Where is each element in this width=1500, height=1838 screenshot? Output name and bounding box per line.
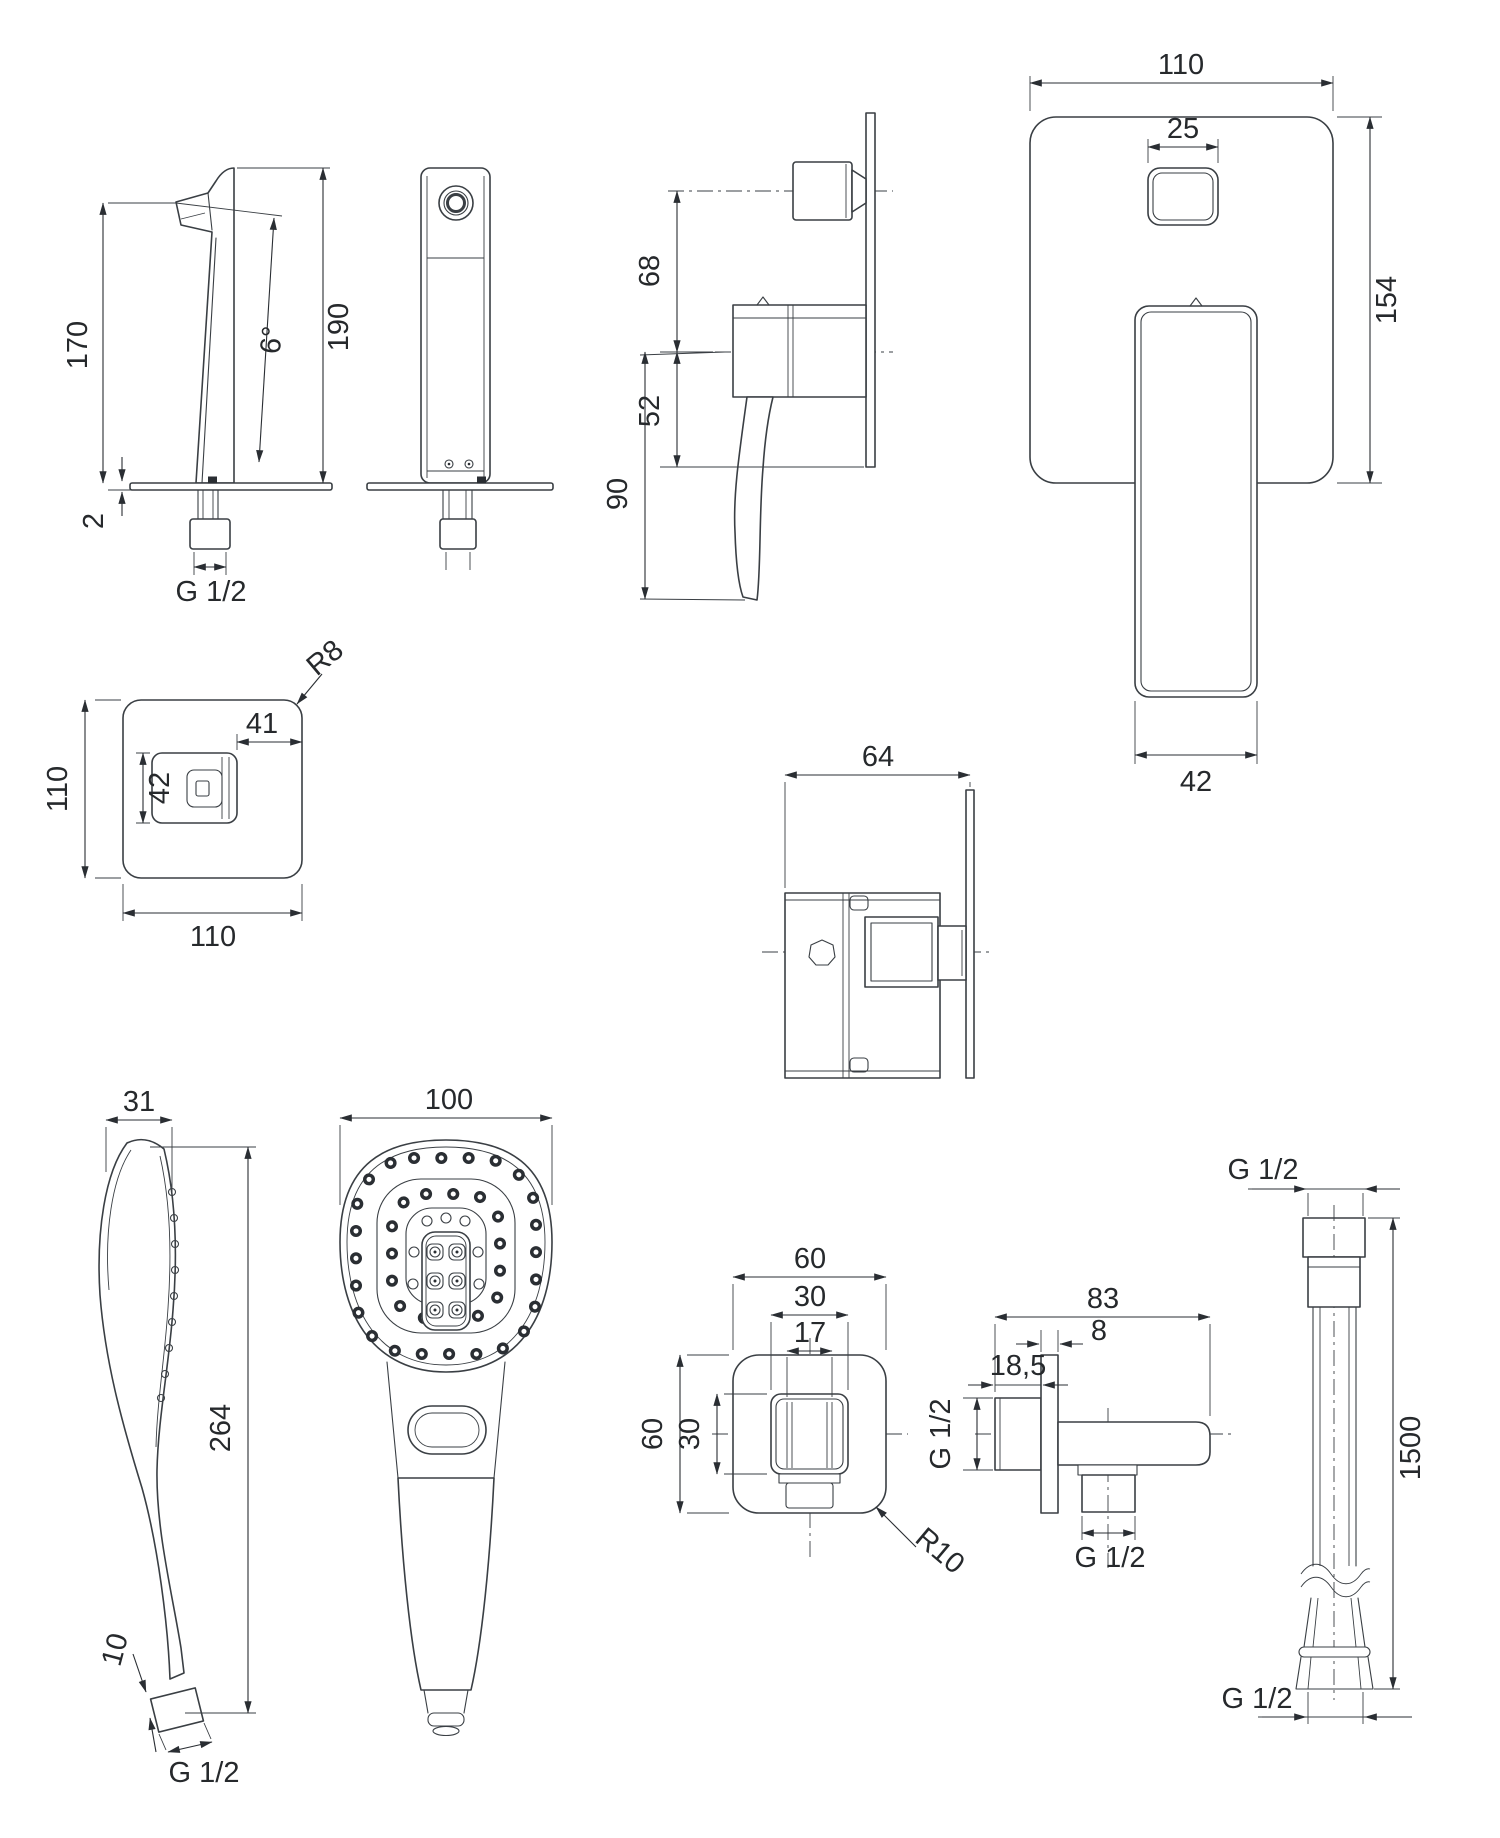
spout-angle-label: 6° — [255, 325, 290, 356]
valve-depth-label: 64 — [862, 741, 894, 773]
spout-top-plate-width-label: 110 — [190, 921, 236, 953]
mixer-plate-width-label: 110 — [1158, 49, 1204, 81]
outlet-inlet-thread-label: G 1/2 — [925, 1399, 957, 1470]
outlet-corner-radius-label: R10 — [909, 1522, 970, 1581]
wall-outlet-front-view: 60 30 17 60 30 R10 — [637, 1243, 970, 1580]
mixer-side-view: 68 52 90 — [602, 112, 893, 601]
mixer-front-handle — [1134, 305, 1258, 698]
hand-shower-thread — [149, 1687, 205, 1733]
wall-outlet-side-view: 83 8 18,5 G 1/2 G 1/2 — [925, 1283, 1235, 1574]
mixer-top-port — [792, 161, 853, 221]
outlet-boss-height-label: 30 — [674, 1418, 706, 1450]
spout-front-view — [366, 167, 554, 570]
outlet-boss — [770, 1393, 849, 1475]
mixer-outlet-to-center-label: 68 — [634, 255, 666, 287]
spout-thread — [189, 518, 231, 550]
valve-cartridge — [864, 916, 939, 988]
mixer-center-to-handle-label: 90 — [602, 478, 634, 510]
spout-plate-thickness-label: 2 — [78, 513, 110, 529]
outlet-bottom-connector — [1081, 1474, 1136, 1513]
spout-top-view: 110 110 41 42 R8 — [42, 634, 350, 953]
hand-shower-thread-label: G 1/2 — [169, 1757, 240, 1789]
hand-shower-head-width-label: 100 — [425, 1084, 473, 1116]
outlet-boss-width-label: 30 — [794, 1281, 826, 1313]
mixer-center-to-plate-label: 52 — [634, 395, 666, 427]
spout-top-outlet-offset-label: 41 — [246, 708, 278, 740]
spout-outlet-opening — [438, 185, 474, 221]
outlet-thread-length-label: 18,5 — [990, 1350, 1046, 1382]
spout-overall-height-label: 190 — [323, 303, 355, 351]
valve-body-side-view: 64 — [762, 741, 992, 1079]
outlet-height-label: 60 — [637, 1418, 669, 1450]
hose-length-label: 1500 — [1395, 1416, 1427, 1481]
hose-bottom-cone — [1295, 1656, 1374, 1690]
mixer-diverter-button — [1147, 167, 1219, 226]
mixer-handle-lever — [733, 396, 774, 601]
spout-side-view: G 1/2 170 190 2 6° — [62, 167, 355, 608]
mixer-wall-plate-edge — [865, 112, 876, 468]
spout-bottom-thread-label: G 1/2 — [176, 576, 247, 608]
hand-shower-length-label: 264 — [205, 1404, 237, 1452]
diverter-oval-button — [407, 1405, 487, 1455]
hose-top-thread-label: G 1/2 — [1228, 1154, 1299, 1186]
outlet-body — [1057, 1421, 1211, 1466]
spout-body-outline — [175, 167, 235, 484]
outlet-depth-label: 83 — [1087, 1283, 1119, 1315]
outlet-width-label: 60 — [794, 1243, 826, 1275]
hand-shower-side-view: 31 264 10 G 1/2 — [96, 1086, 256, 1789]
mixer-handle-width-label: 42 — [1180, 766, 1212, 798]
outlet-plate-thickness-label: 8 — [1091, 1315, 1107, 1347]
shower-hose-view: G 1/2 G 1/2 1500 — [1222, 1154, 1427, 1724]
hand-shower-thread-length-label: 10 — [96, 1630, 135, 1669]
outlet-port-width-label: 17 — [794, 1317, 826, 1349]
mixer-valve-body — [732, 304, 867, 398]
hand-shower-handle — [397, 1477, 495, 1691]
center-jets — [426, 1243, 466, 1319]
hand-shower-side-outline — [98, 1138, 185, 1680]
spout-front-base-plate — [366, 482, 554, 491]
hand-shower-head-depth-label: 31 — [123, 1086, 155, 1118]
center-jet-pad — [421, 1231, 471, 1331]
mixer-button-width-label: 25 — [1167, 113, 1199, 145]
spout-base-plate — [129, 482, 333, 491]
mixer-front-view: 110 25 154 42 — [1029, 49, 1403, 798]
mixer-plate-height-label: 154 — [1371, 276, 1403, 324]
spout-top-plate-height-label: 110 — [42, 766, 74, 812]
valve-wall-plate — [965, 789, 975, 1079]
spout-top-body-depth-label: 42 — [144, 772, 176, 804]
spout-height-to-outlet-label: 170 — [62, 321, 94, 369]
outlet-inlet-thread — [994, 1397, 1042, 1471]
spout-top-corner-radius-label: R8 — [301, 634, 350, 682]
outlet-bottom-thread-label: G 1/2 — [1075, 1542, 1146, 1574]
hose-bottom-thread-label: G 1/2 — [1222, 1683, 1293, 1715]
hand-shower-front-view: 100 — [339, 1084, 553, 1737]
